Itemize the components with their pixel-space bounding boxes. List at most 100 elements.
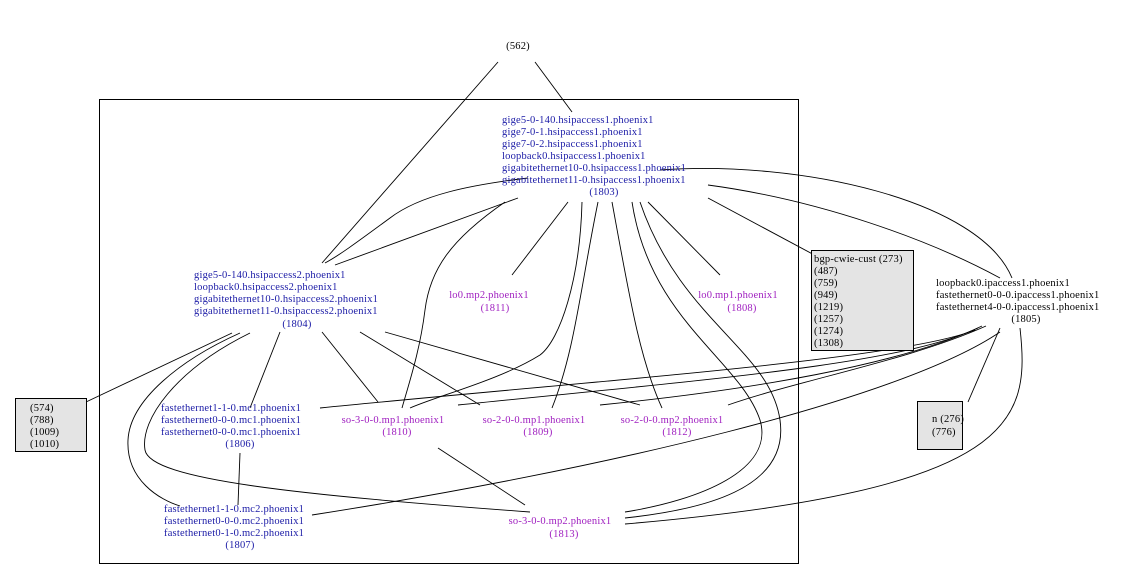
node-1803-line-4: loopback0.hsipaccess1.phoenix1 <box>502 151 646 162</box>
bgp-line-3: (759) <box>814 278 838 289</box>
cluster-frame <box>99 99 799 564</box>
node-1811-line-1: lo0.mp2.phoenix1 <box>449 290 529 301</box>
edge-1803-1805-a <box>707 184 1001 279</box>
node-1804-line-1: gige5-0-140.hsipaccess2.phoenix1 <box>194 270 346 281</box>
node-1805[interactable]: loopback0.ipaccess1.phoenix1 fastetherne… <box>936 278 1099 325</box>
bgp-line-1: bgp-cwie-cust (273) <box>814 254 903 265</box>
edge-1803-1810-b <box>409 201 583 409</box>
edge-1804-1813 <box>144 332 531 513</box>
node-1811[interactable]: lo0.mp2.phoenix1 (1811) <box>449 290 529 314</box>
edge-1803-1804-a <box>324 177 529 264</box>
node-1809[interactable]: so-2-0-0.mp1.phoenix1 (1809) <box>483 415 586 438</box>
node-bgp[interactable]: bgp-cwie-cust (273) (487) (759) (949) (1… <box>814 254 903 349</box>
node-1813[interactable]: so-3-0-0.mp2.phoenix1 (1813) <box>509 516 612 540</box>
edge-562-1803 <box>534 61 573 113</box>
edge-1803-1804-b <box>334 197 519 266</box>
edge-1803-1810 <box>401 201 506 409</box>
node-1804[interactable]: gige5-0-140.hsipaccess2.phoenix1 loopbac… <box>194 270 378 330</box>
node-1812[interactable]: so-2-0-0.mp2.phoenix1 (1812) <box>621 415 724 438</box>
edge-1803-1812 <box>611 201 663 409</box>
node-1806[interactable]: fastethernet1-1-0.mc1.phoenix1 fastether… <box>161 403 301 450</box>
node-1805-line-1: loopback0.ipaccess1.phoenix1 <box>936 278 1070 289</box>
node-1805-line-2: fastethernet0-0-0.ipaccess1.phoenix1 <box>936 290 1099 301</box>
node-1810-line-1: so-3-0-0.mp1.phoenix1 <box>342 415 445 426</box>
node-1807[interactable]: fastethernet1-1-0.mc2.phoenix1 fastether… <box>164 504 304 551</box>
node-1806-line-2: fastethernet0-0-0.mc1.phoenix1 <box>161 415 301 426</box>
bgp-line-8: (1308) <box>814 338 843 349</box>
edge-1803-1805-b <box>659 168 1013 279</box>
edges <box>85 61 1023 525</box>
node-1807-id: (1807) <box>225 540 254 551</box>
node-1803-line-6: gigabitethernet11-0.hsipaccess1.phoenix1 <box>502 175 686 186</box>
edge-1804-1809 <box>359 331 481 406</box>
node-1806-line-3: fastethernet0-0-0.mc1.phoenix1 <box>161 427 301 438</box>
n276-node-box[interactable] <box>917 401 963 450</box>
edge-1805-1812 <box>727 325 987 406</box>
edge-1805-1806 <box>319 329 976 409</box>
node-1803-line-3: gige7-0-2.hsipaccess1.phoenix1 <box>502 139 643 150</box>
edge-1803-1811 <box>511 201 569 276</box>
edge-562-1804 <box>321 61 499 264</box>
node-1804-line-2: loopback0.hsipaccess2.phoenix1 <box>194 282 338 293</box>
bgp-node-box[interactable] <box>811 250 914 351</box>
node-1807-line-1: fastethernet1-1-0.mc2.phoenix1 <box>164 504 304 515</box>
node-1808[interactable]: lo0.mp1.phoenix1 (1808) <box>698 290 778 314</box>
edge-1804-574 <box>85 332 233 403</box>
node-562-label: (562) <box>506 41 530 52</box>
node-562[interactable]: (562) <box>506 41 530 52</box>
edge-1805-1809 <box>599 325 983 406</box>
node-1809-id: (1809) <box>523 427 552 438</box>
edge-1803-1809 <box>551 201 599 409</box>
node-1805-id: (1805) <box>1011 314 1040 325</box>
edge-1805-1807 <box>311 331 1001 516</box>
node-1803-line-1: gige5-0-140.hsipaccess1.phoenix1 <box>502 115 654 126</box>
node-1811-id: (1811) <box>481 303 510 314</box>
node-1803-id: (1803) <box>589 187 618 198</box>
edge-1803-bgp <box>707 197 821 259</box>
bgp-line-6: (1257) <box>814 314 843 325</box>
n574-node-box[interactable] <box>15 398 87 452</box>
node-1805-line-3: fastethernet4-0-0.ipaccess1.phoenix1 <box>936 302 1099 313</box>
edge-1803-1808 <box>647 201 721 276</box>
n574-line-1: (574) <box>30 403 54 414</box>
edge-1803-1813-b <box>624 201 782 519</box>
node-276[interactable]: n (276) (776) <box>932 414 964 438</box>
edge-1805-1810 <box>457 327 979 406</box>
node-1813-id: (1813) <box>549 529 578 540</box>
edge-1810-1813 <box>437 447 526 506</box>
node-1806-id: (1806) <box>225 439 254 450</box>
node-1810-id: (1810) <box>382 427 411 438</box>
node-1807-line-3: fastethernet0-1-0.mc2.phoenix1 <box>164 528 304 539</box>
n574-line-3: (1009) <box>30 427 59 438</box>
node-1812-id: (1812) <box>662 427 691 438</box>
node-1813-line-1: so-3-0-0.mp2.phoenix1 <box>509 516 612 527</box>
node-1809-line-1: so-2-0-0.mp1.phoenix1 <box>483 415 586 426</box>
node-1803-line-2: gige7-0-1.hsipaccess1.phoenix1 <box>502 127 643 138</box>
node-1807-line-2: fastethernet0-0-0.mc2.phoenix1 <box>164 516 304 527</box>
node-1804-line-3: gigabitethernet10-0.hsipaccess2.phoenix1 <box>194 294 378 305</box>
edge-1803-1813-a <box>624 201 763 513</box>
edge-1804-1812 <box>384 331 641 406</box>
node-1810[interactable]: so-3-0-0.mp1.phoenix1 (1810) <box>342 415 445 438</box>
node-1803-line-5: gigabitethernet10-0.hsipaccess1.phoenix1 <box>502 163 686 174</box>
bgp-line-5: (1219) <box>814 302 843 313</box>
n276-line-2: (776) <box>932 427 956 438</box>
node-1812-line-1: so-2-0-0.mp2.phoenix1 <box>621 415 724 426</box>
node-1804-id: (1804) <box>282 319 311 330</box>
bgp-line-7: (1274) <box>814 326 843 337</box>
n574-line-2: (788) <box>30 415 54 426</box>
edge-1804-1806 <box>249 331 281 409</box>
edge-1805-276 <box>967 327 1001 403</box>
edge-1804-1807 <box>127 332 241 507</box>
edge-1806-1807 <box>237 452 241 506</box>
node-1808-id: (1808) <box>727 303 756 314</box>
n574-line-4: (1010) <box>30 439 59 450</box>
node-1806-line-1: fastethernet1-1-0.mc1.phoenix1 <box>161 403 301 414</box>
bgp-line-4: (949) <box>814 290 838 301</box>
n276-line-1: n (276) <box>932 414 964 425</box>
edge-1804-1810 <box>321 331 379 403</box>
node-1803[interactable]: gige5-0-140.hsipaccess1.phoenix1 gige7-0… <box>502 115 686 198</box>
node-1808-line-1: lo0.mp1.phoenix1 <box>698 290 778 301</box>
node-574[interactable]: (574) (788) (1009) (1010) <box>30 403 59 450</box>
